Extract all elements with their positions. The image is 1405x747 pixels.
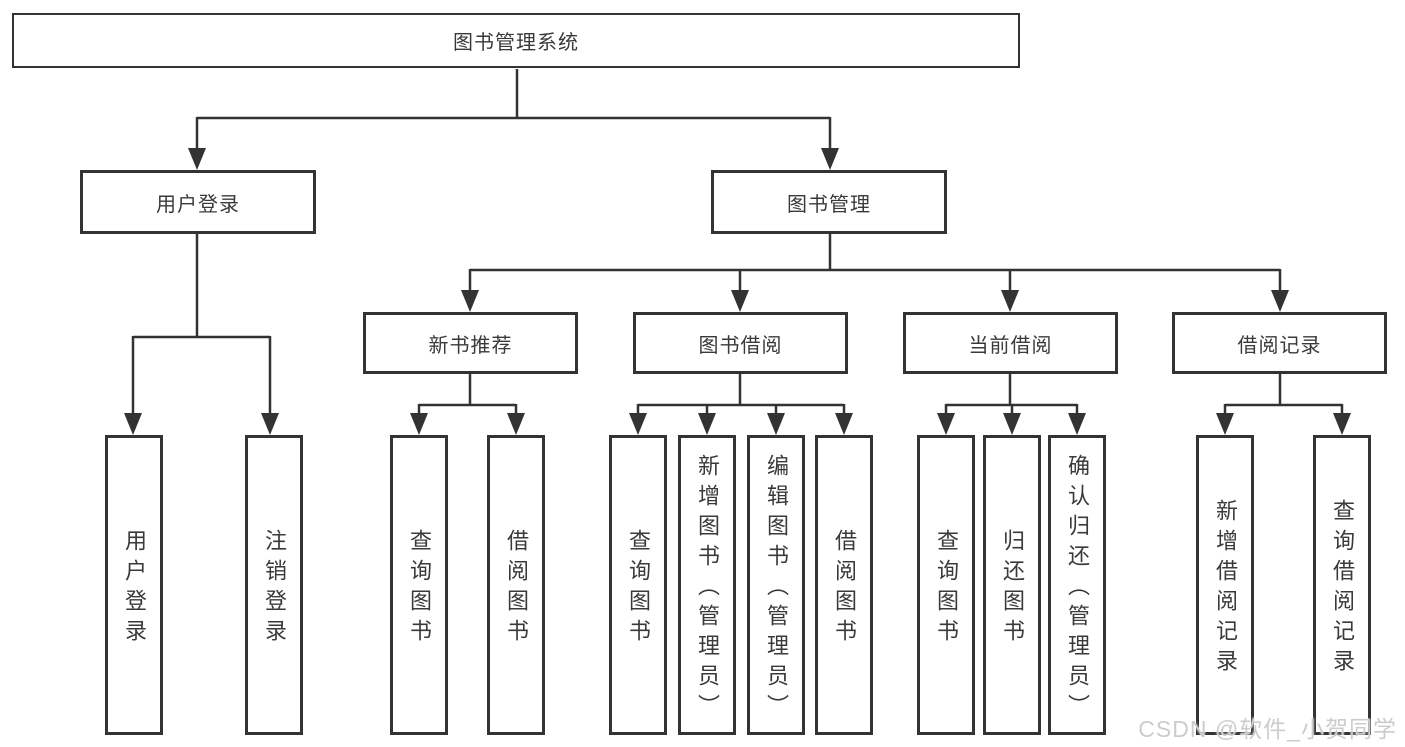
leaf-borrow-books: 借阅图书	[815, 435, 873, 735]
node-label: 查询图书	[626, 529, 651, 649]
leaf-query-books-current: 查询图书	[917, 435, 975, 735]
node-book-borrow: 图书借阅	[633, 312, 848, 374]
leaf-add-books-admin: 新增图书（管理员）	[678, 435, 736, 735]
node-new-book-recommend: 新书推荐	[363, 312, 578, 374]
arrowheads-leaves	[124, 413, 1351, 435]
leaf-add-borrow-record: 新增借阅记录	[1196, 435, 1254, 735]
leaf-query-books-recommend: 查询图书	[390, 435, 448, 735]
node-label: 归还图书	[1000, 529, 1025, 649]
csdn-watermark: CSDN @软件_小贺同学	[1138, 716, 1397, 742]
node-label: 当前借阅	[968, 334, 1053, 357]
leaf-edit-books-admin: 编辑图书（管理员）	[747, 435, 805, 735]
node-borrow-record: 借阅记录	[1172, 312, 1387, 374]
node-library-management-system: 图书管理系统	[12, 13, 1020, 68]
node-label: 图书借阅	[698, 334, 783, 357]
leaf-query-books-borrow: 查询图书	[609, 435, 667, 735]
node-label: 借阅图书	[504, 529, 529, 649]
node-label: 编辑图书（管理员）	[764, 454, 789, 724]
node-book-management: 图书管理	[711, 170, 947, 234]
node-label: 确认归还（管理员）	[1065, 454, 1090, 724]
node-label: 用户登录	[122, 529, 147, 649]
node-current-borrow: 当前借阅	[903, 312, 1118, 374]
leaf-confirm-return-admin: 确认归还（管理员）	[1048, 435, 1106, 735]
node-label: 查询图书	[407, 529, 432, 649]
arrowheads-level3	[461, 290, 1289, 312]
leaf-user-login: 用户登录	[105, 435, 163, 735]
connector-borrow-record-children	[1223, 374, 1344, 416]
connector-book-management-children	[468, 234, 1282, 293]
connector-new-book-children	[417, 374, 518, 416]
node-label: 注销登录	[262, 529, 287, 649]
node-label: 查询图书	[934, 529, 959, 649]
connector-current-borrow-children	[944, 374, 1079, 416]
arrowheads-level2	[188, 148, 839, 170]
leaf-borrow-books-recommend: 借阅图书	[487, 435, 545, 735]
leaf-logout: 注销登录	[245, 435, 303, 735]
node-label: 查询借阅记录	[1330, 499, 1355, 679]
leaf-query-borrow-record: 查询借阅记录	[1313, 435, 1371, 735]
node-label: 借阅图书	[832, 529, 857, 649]
node-label: 新增借阅记录	[1213, 499, 1238, 679]
node-label: 新增图书（管理员）	[695, 454, 720, 724]
node-label: 用户登录	[156, 193, 240, 216]
connector-user-login-children	[131, 234, 272, 416]
node-label: 新书推荐	[428, 334, 513, 357]
node-label: 借阅记录	[1237, 334, 1322, 357]
node-label: 图书管理	[787, 193, 871, 216]
node-user-login: 用户登录	[80, 170, 316, 234]
connector-book-borrow-children	[636, 374, 846, 416]
node-label: 图书管理系统	[453, 32, 579, 54]
connector-root-to-level2	[195, 69, 832, 151]
leaf-return-books: 归还图书	[983, 435, 1041, 735]
